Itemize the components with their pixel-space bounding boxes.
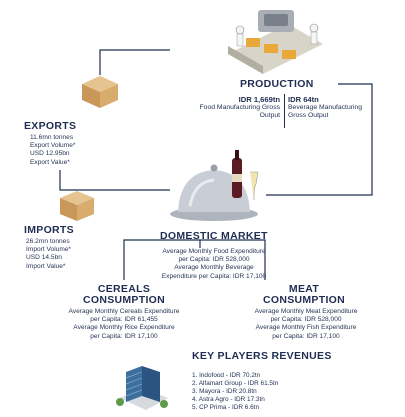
key-players-title: KEY PLAYERS REVENUES — [192, 350, 332, 362]
exports-volume-label: Export Volume* — [30, 142, 76, 150]
factory-illustration — [228, 10, 323, 74]
rice-expenditure-value: per Capita: IDR 17,100 — [90, 332, 158, 340]
import-box-icon — [60, 191, 94, 221]
exports-value: USD 12.95bn — [30, 150, 70, 158]
meat-details: Average Monthly Meat Expenditure per Cap… — [226, 308, 386, 341]
cereals-expenditure-label: Average Monthly Cereals Expenditure — [68, 308, 180, 315]
cereals-expenditure-value: per Capita: IDR 61,455 — [90, 316, 158, 324]
bev-output-value: IDR 64tn — [288, 95, 319, 104]
food-expenditure-value: per Capita: IDR 528,000 — [178, 256, 250, 264]
imports-title: IMPORTS — [24, 224, 74, 236]
food-output-label: Food Manufacturing Gross Output — [199, 104, 280, 120]
domestic-market-details: Average Monthly Food Expenditure per Cap… — [140, 248, 288, 281]
list-item: 5. CP Prima - IDR 6.6tn — [192, 404, 260, 411]
food-expenditure-label: Average Monthly Food Expenditure — [162, 248, 266, 255]
imports-value-label: Import Value* — [26, 262, 66, 270]
domestic-market-title: DOMESTIC MARKET — [160, 230, 268, 242]
meat-title: MEAT CONSUMPTION — [254, 284, 354, 306]
cereals-title-line1: CEREALS — [97, 283, 151, 295]
exports-value-label: Export Value* — [30, 158, 70, 166]
cereals-title: CEREALS CONSUMPTION — [74, 284, 174, 306]
fish-expenditure-label: Average Monthly Fish Expenditure — [255, 324, 357, 332]
meat-title-line2: CONSUMPTION — [262, 294, 346, 306]
production-bev-block: IDR 64tn Beverage Manufacturing Gross Ou… — [288, 95, 368, 121]
cereals-title-line2: CONSUMPTION — [82, 294, 166, 306]
production-divider — [284, 94, 285, 128]
imports-details: 26.2mn tonnes Import Volume* USD 14.5bn … — [26, 238, 96, 271]
bev-output-label: Beverage Manufacturing Gross Output — [288, 104, 363, 120]
list-item: 3. Mayora - IDR 20.8tn — [192, 388, 257, 395]
beverage-expenditure-label: Average Monthly Beverage — [174, 264, 254, 272]
fish-expenditure-value: per Capita: IDR 17,100 — [272, 332, 340, 340]
exports-volume: 11.6mn tonnes — [30, 134, 74, 141]
production-title: PRODUCTION — [240, 78, 314, 90]
rice-expenditure-label: Average Monthly Rice Expenditure — [73, 324, 175, 332]
food-output-value: IDR 1,669tn — [238, 95, 280, 104]
list-item: 1. Indofood - IDR 70.2tn — [192, 372, 261, 379]
meat-expenditure-label: Average Monthly Meat Expenditure — [254, 308, 358, 315]
exports-details: 11.6mn tonnes Export Volume* USD 12.95bn… — [30, 134, 90, 167]
serving-dome-illustration — [170, 150, 259, 221]
beverage-expenditure-value: Expenditure per Capita: IDR 17,100 — [161, 272, 267, 280]
meat-expenditure-value: per Capita: IDR 528,000 — [270, 316, 342, 324]
exports-title: EXPORTS — [24, 120, 77, 132]
export-box-icon — [82, 76, 118, 108]
office-building-illustration — [116, 366, 168, 410]
meat-title-line1: MEAT — [288, 283, 320, 295]
imports-volume-label: Import Volume* — [26, 246, 72, 254]
key-players-list: 1. Indofood - IDR 70.2tn 2. Alfamart Gro… — [192, 372, 278, 412]
imports-value: USD 14.5bn — [26, 254, 62, 262]
imports-volume: 26.2mn tonnes — [26, 238, 70, 245]
list-item: 2. Alfamart Group - IDR 61.5tn — [192, 380, 279, 387]
production-food-block: IDR 1,669tn Food Manufacturing Gross Out… — [190, 95, 280, 121]
list-item: 4. Astra Agro - IDR 17.3tn — [192, 396, 265, 403]
cereals-details: Average Monthly Cereals Expenditure per … — [44, 308, 204, 341]
